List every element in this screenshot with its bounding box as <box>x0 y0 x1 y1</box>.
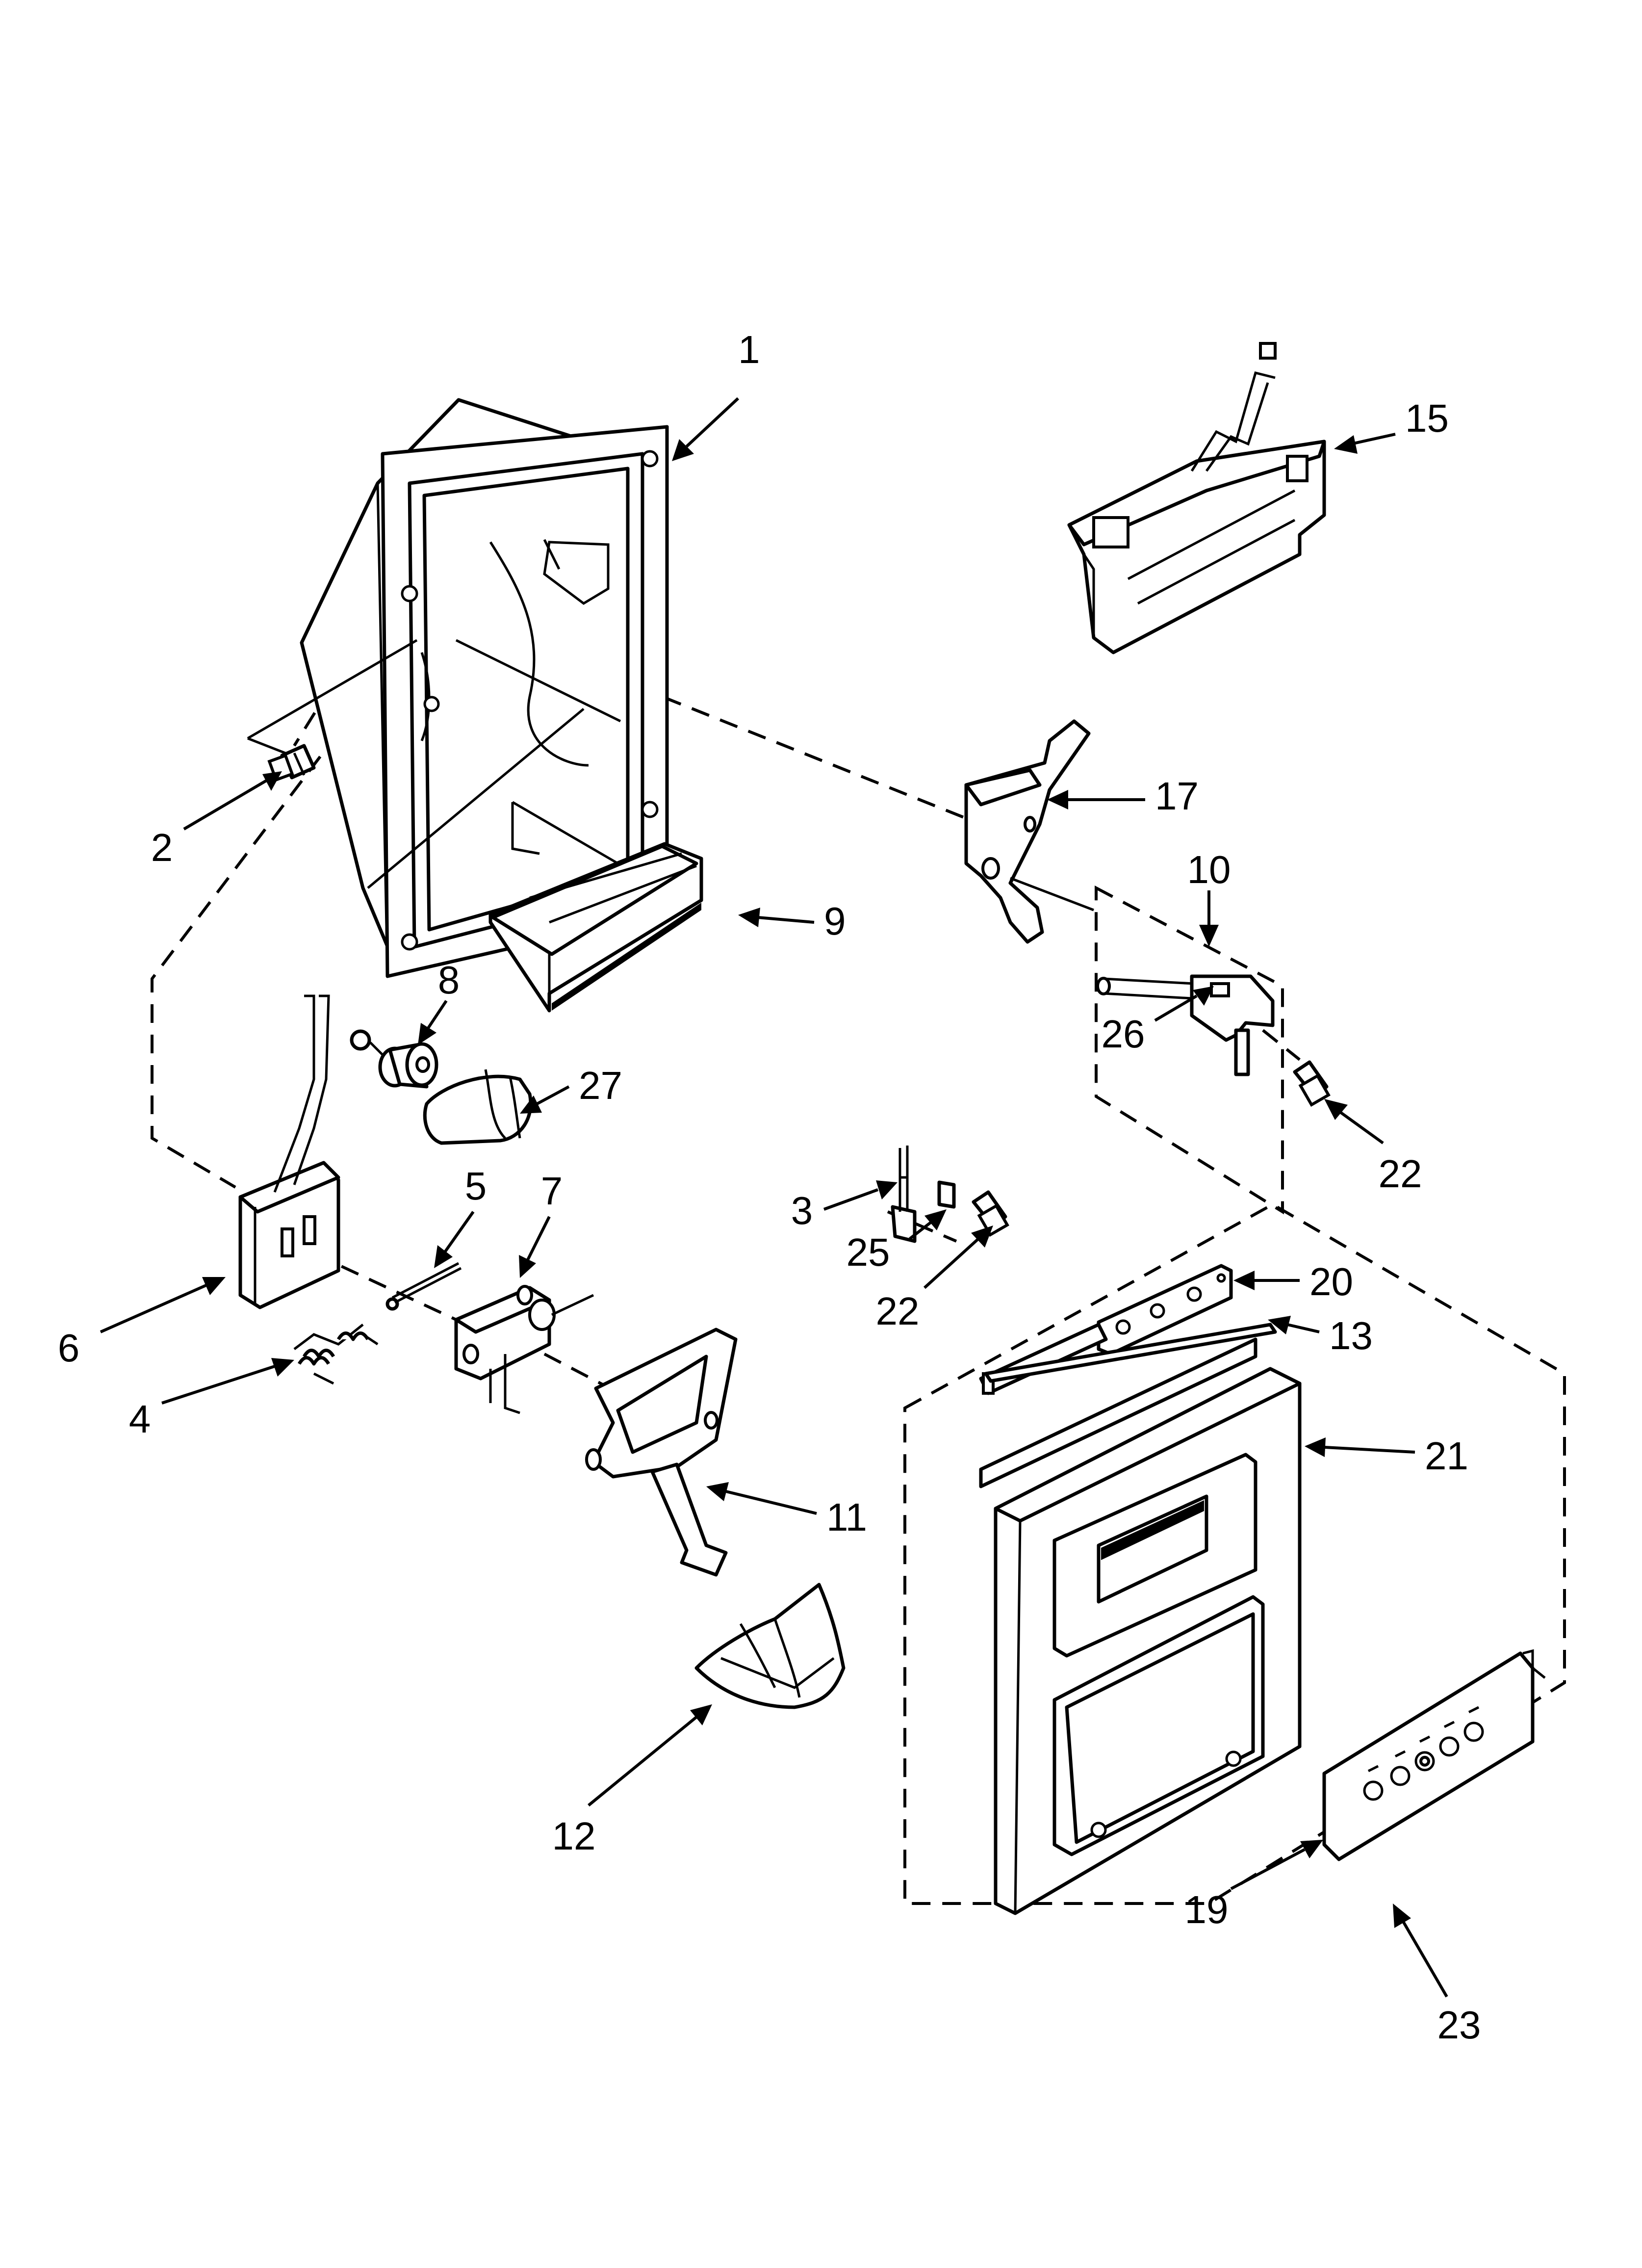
callout-leaders <box>100 397 1448 1998</box>
spring-part-4 <box>293 1324 379 1385</box>
callout-8: 8 <box>438 958 460 1002</box>
callout-26: 26 <box>1102 1012 1145 1056</box>
contact-part-3 <box>891 1146 917 1243</box>
reference-line-left <box>151 634 413 1189</box>
callout-4: 4 <box>129 1397 151 1441</box>
callout-13: 13 <box>1329 1314 1373 1357</box>
callout-21: 21 <box>1425 1434 1468 1478</box>
insulator-part-25 <box>937 1180 956 1209</box>
lever-part-11 <box>585 1328 738 1577</box>
funnel-part-12 <box>694 1583 846 1709</box>
actuator-part-7 <box>454 1285 594 1414</box>
callout-11: 11 <box>826 1495 867 1539</box>
reference-line-pin <box>313 1252 457 1321</box>
solenoid-part-8 <box>350 1029 438 1089</box>
front-panel-part-21 <box>979 1337 1302 1915</box>
gasket-part-13 <box>984 1323 1277 1383</box>
callout-17: 17 <box>1155 774 1199 818</box>
callout-9: 9 <box>824 899 846 943</box>
assembly-10-boundary <box>1095 886 1284 1215</box>
dispenser-housing <box>247 398 669 978</box>
control-module-part-15 <box>1067 342 1326 654</box>
callout-20: 20 <box>1309 1260 1353 1303</box>
assembly-23-boundary <box>903 1202 1566 1905</box>
callout-2: 2 <box>151 826 173 869</box>
callout-labels: 1 15 2 17 10 9 26 8 27 22 5 7 3 25 22 20… <box>58 328 1481 2047</box>
callout-12: 12 <box>552 1814 596 1858</box>
callout-19: 19 <box>1185 1888 1229 1931</box>
callout-22-center: 22 <box>876 1289 920 1333</box>
pin-part-5 <box>385 1262 462 1311</box>
callout-23: 23 <box>1437 2003 1481 2047</box>
callout-1: 1 <box>738 328 760 371</box>
reference-line-lever-screw <box>1262 1029 1301 1061</box>
button-panel-part-19 <box>1322 1649 1546 1861</box>
callout-6: 6 <box>58 1326 80 1370</box>
callout-3: 3 <box>791 1189 813 1232</box>
callout-27: 27 <box>579 1064 622 1107</box>
actuator-arm-part-17 <box>964 719 1094 944</box>
cover-part-27 <box>423 1069 533 1145</box>
callout-22-right: 22 <box>1379 1152 1422 1196</box>
callout-10: 10 <box>1187 848 1231 891</box>
switch-module-part-6 <box>238 994 340 1309</box>
callout-15: 15 <box>1405 396 1449 440</box>
callout-5: 5 <box>465 1164 487 1208</box>
callout-25: 25 <box>847 1230 890 1274</box>
screw-part-22-center <box>972 1190 1009 1237</box>
callout-7: 7 <box>541 1169 563 1213</box>
chute-tray-part-9 <box>488 842 703 1013</box>
screw-part-22-right <box>1293 1060 1331 1107</box>
lever-part-26 <box>1096 974 1275 1076</box>
